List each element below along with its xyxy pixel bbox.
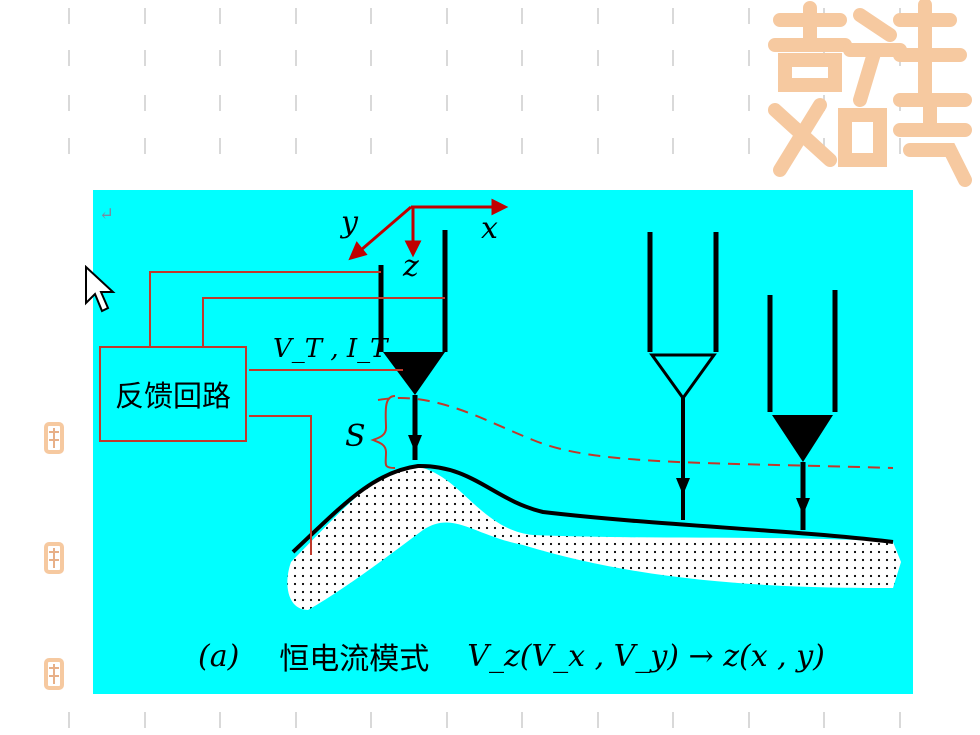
gap-label: S [345,419,366,454]
feedback-loop-box: 反馈回路 [99,346,247,442]
grid-dash [748,50,750,66]
grid-row-5 [0,712,980,732]
axis-y-label: y [341,205,358,240]
tip-trajectory [377,397,894,469]
grid-dash [748,8,750,24]
grid-dash [748,95,750,111]
grid-dash [672,95,674,111]
grid-dash [899,138,901,154]
return-mark-icon: ↵ [99,204,115,225]
grid-dash [597,8,599,24]
grid-dash [370,138,372,154]
grid-dash [295,50,297,66]
grid-dash [446,138,448,154]
grid-dash [446,50,448,66]
grid-dash [597,50,599,66]
stm-diagram-panel: ↵ 反馈回路 y x z V_T , I_T S (a) 恒电流模式 V_z(V… [93,190,913,694]
axes [348,198,509,261]
grid-dash [370,712,372,728]
grid-dash [370,50,372,66]
axis-z-label: z [403,249,419,284]
grid-dash [295,138,297,154]
grid-dash [219,8,221,24]
bias-label: V_T , I_T [273,334,388,364]
caption-tag: (a) [198,638,240,674]
grid-dash [521,8,523,24]
surface-line [291,463,894,554]
grid-dash [219,712,221,728]
grid-dash [144,712,146,728]
grid-dash [597,712,599,728]
grid-dash [144,8,146,24]
grid-dash [68,712,70,728]
feedback-wires [149,271,445,555]
bullet-seal-icon [44,422,64,454]
grid-dash [672,8,674,24]
grid-dash [144,95,146,111]
grid-dash [597,138,599,154]
grid-dash [68,50,70,66]
feedback-label: 反馈回路 [114,379,231,413]
tip-3 [767,290,838,530]
grid-dash [597,95,599,111]
grid-dash [521,50,523,66]
grid-dash [219,50,221,66]
grid-dash [446,95,448,111]
bullet-seal-icon [44,542,64,574]
grid-dash [370,8,372,24]
tip-2 [647,232,719,520]
grid-dash [295,95,297,111]
grid-dash [295,8,297,24]
cursor-arrow-icon [85,265,116,313]
grid-dash [823,712,825,728]
grid-dash [521,712,523,728]
tip-1 [378,230,448,460]
grid-dash [68,138,70,154]
caption-formula: V_z(V_x , V_y) → z(x , y) [467,638,825,674]
grid-dash [446,712,448,728]
grid-dash [68,95,70,111]
grid-dash [144,50,146,66]
grid-dash [899,712,901,728]
caption-title: 恒电流模式 [279,642,430,677]
bullet-seal-icon [44,658,64,690]
grid-dash [219,138,221,154]
grid-dash [521,138,523,154]
grid-dash [144,138,146,154]
sample-surface [287,467,901,610]
grid-dash [672,712,674,728]
grid-dash [521,95,523,111]
grid-dash [672,138,674,154]
axis-x-label: x [481,211,498,246]
diagram-caption: (a) 恒电流模式 V_z(V_x , V_y) → z(x , y) [198,636,898,678]
gap-brace [370,395,396,469]
grid-dash [370,95,372,111]
grid-dash [446,8,448,24]
grid-dash [219,95,221,111]
grid-dash [748,712,750,728]
grid-dash [672,50,674,66]
seal-logo-icon [768,0,972,187]
stm-diagram-drawing [149,198,901,610]
grid-dash [295,712,297,728]
grid-dash [68,8,70,24]
grid-dash [748,138,750,154]
